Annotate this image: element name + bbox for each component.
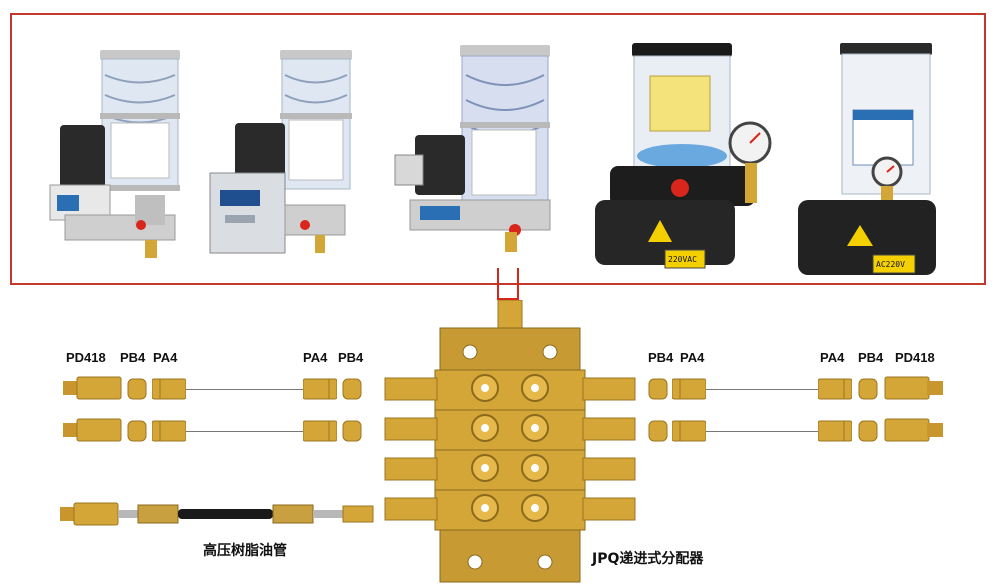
label-pb4-right: PB4 (858, 350, 884, 365)
label-pd418-left: PD418 (66, 350, 106, 365)
fitting-pa4-left-2 (152, 420, 186, 442)
fitting-pb4-left-2 (127, 420, 147, 442)
fitting-pb4-right-inner-1 (648, 378, 668, 400)
fitting-pa4-right-2 (818, 420, 852, 442)
label-pa4-left-inner: PA4 (303, 350, 328, 365)
voltage-badge-1: 220VAC (668, 255, 697, 264)
fitting-pa4-right-inner-1 (672, 378, 706, 400)
label-pb4-right-inner: PB4 (648, 350, 674, 365)
fitting-pa4-left-inner-1 (303, 378, 337, 400)
supply-line-right (517, 268, 519, 300)
caption-hose: 高压树脂油管 (203, 543, 287, 559)
fitting-pb4-left-inner-1 (342, 378, 362, 400)
fitting-pa4-left-1 (152, 378, 186, 400)
lube-pump-2-with-controller (209, 50, 352, 254)
label-pb4-left-inner: PB4 (338, 350, 364, 365)
label-pb4-left: PB4 (120, 350, 146, 365)
fitting-pb4-right-2 (858, 420, 878, 442)
label-pa4-right: PA4 (820, 350, 845, 365)
fitting-pd418-left-1 (63, 376, 122, 400)
lube-pump-1 (49, 50, 180, 258)
fitting-pa4-left-inner-2 (303, 420, 337, 442)
fitting-pd418-right-1 (884, 376, 943, 400)
fitting-pa4-right-inner-2 (672, 420, 706, 442)
supply-line-link (497, 298, 519, 300)
grease-pump-5-with-gauge: AC220V (798, 43, 936, 275)
label-pa4-left: PA4 (153, 350, 178, 365)
label-pa4-right-inner: PA4 (680, 350, 705, 365)
jpq-progressive-distributor (384, 300, 636, 583)
lube-pump-3 (394, 45, 551, 252)
high-pressure-resin-hose (60, 502, 374, 526)
fitting-pd418-right-2 (884, 418, 943, 442)
fitting-pa4-right-1 (818, 378, 852, 400)
tube-right-2 (706, 431, 820, 432)
caption-distributor: JPQ递进式分配器 (592, 551, 704, 567)
label-pd418-right: PD418 (895, 350, 935, 365)
fitting-pb4-left-inner-2 (342, 420, 362, 442)
tube-left-2 (186, 431, 304, 432)
voltage-badge-2: AC220V (876, 260, 905, 269)
tube-right-1 (706, 389, 820, 390)
grease-pump-4-with-gauge: 220VAC (595, 43, 772, 269)
fitting-pb4-right-1 (858, 378, 878, 400)
fitting-pb4-left-1 (127, 378, 147, 400)
supply-line-left (497, 268, 499, 300)
tube-left-1 (186, 389, 304, 390)
fitting-pd418-left-2 (63, 418, 122, 442)
fitting-pb4-right-inner-2 (648, 420, 668, 442)
